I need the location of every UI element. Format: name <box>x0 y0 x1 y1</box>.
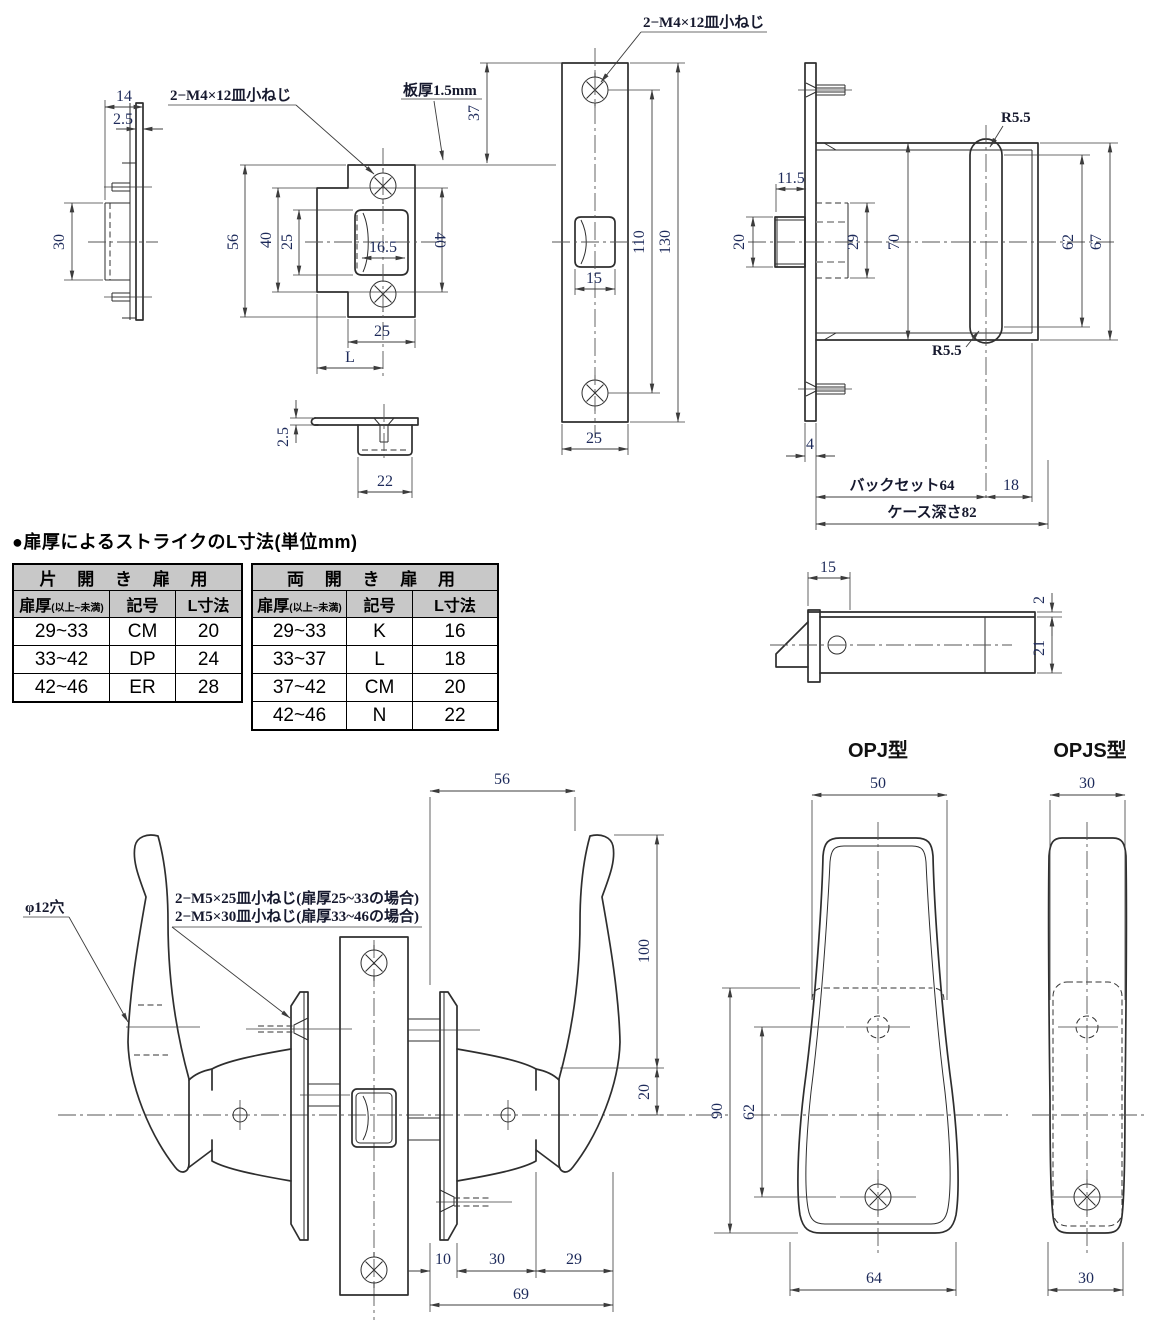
dim-striketop-thickness: 2.5 <box>275 427 292 447</box>
single-door-table-title: 片 開 き 扉 用 <box>12 563 243 591</box>
strike-side-view: 14 2.5 30 <box>51 88 163 321</box>
col-header-thickness: 扉厚(以上~未満) <box>12 590 110 618</box>
dim-strike-depth: 14 <box>116 88 132 105</box>
strike-screw-note: 2−M4×12皿小ねじ <box>170 87 291 104</box>
faceplate-screw-note: 2−M4×12皿小ねじ <box>643 14 764 31</box>
dim-strike-width: 25 <box>374 323 390 340</box>
radius-note-bottom: R5.5 <box>932 343 962 359</box>
dim-opj-bottom-width: 64 <box>866 1270 882 1287</box>
dim-striketop-width: 22 <box>377 473 393 490</box>
dim-seg29: 29 <box>566 1251 582 1268</box>
dim-strike-plate-thickness: 2.5 <box>113 111 133 128</box>
dim-follower-height: 29 <box>845 234 862 250</box>
opjs-title: OPJS型 <box>1053 739 1126 762</box>
lever-screw-note-2: 2−M5×30皿小ねじ(扉厚33~46の場合) <box>175 907 419 925</box>
dim-lever-grip: 56 <box>494 771 510 788</box>
dim-total69: 69 <box>513 1286 529 1303</box>
dim-faceplate-width: 25 <box>586 430 602 447</box>
plate-thickness-note: 板厚1.5mm <box>403 81 477 99</box>
dim-seg10: 10 <box>435 1251 451 1268</box>
dim-latch-lip: 2 <box>1031 596 1048 604</box>
dim-case-height: 70 <box>886 234 903 250</box>
col-header-thickness: 扉厚(以上~未満) <box>251 590 347 618</box>
radius-note-top: R5.5 <box>1001 110 1031 126</box>
dim-hub-height: 62 <box>1060 234 1077 250</box>
lever-hole-note: φ12穴 <box>25 898 64 916</box>
dim-strike-height: 56 <box>225 234 242 250</box>
dim-strike-wing-left: 40 <box>258 232 275 248</box>
dim-strike-opening-height: 25 <box>279 234 296 250</box>
dim-strike-opening-width: 16.5 <box>369 239 397 256</box>
dim-faceplate-height: 130 <box>657 230 674 254</box>
strike-l-dimension-section: ●扉厚によるストライクのL寸法(単位mm) 片 開 き 扉 用 扉厚(以上~未満… <box>12 528 532 731</box>
dim-opj-top-width: 50 <box>870 775 886 792</box>
dim-seg30: 30 <box>489 1251 505 1268</box>
col-header-symbol: 記号 <box>109 590 176 618</box>
col-header-l: L寸法 <box>412 590 499 618</box>
lever-assembly-view: φ12穴 2−M5×25皿小ねじ(扉厚25~33の場合) 2−M5×30皿小ねじ… <box>23 771 728 1320</box>
col-header-l: L寸法 <box>175 590 243 618</box>
strike-top-view: 2.5 22 <box>275 400 419 498</box>
lever-screw-note-1: 2−M5×25皿小ねじ(扉厚25~33の場合) <box>175 889 419 907</box>
dim-hub-to-rear: 18 <box>1003 477 1019 494</box>
dim-latch-height-side: 21 <box>1031 640 1048 656</box>
dim-case-depth: ケース深さ82 <box>887 503 976 521</box>
opjs-view: OPJS型 30 30 <box>1032 739 1146 1296</box>
dim-opjs-bottom-width: 30 <box>1078 1270 1094 1287</box>
dim-latch-projection: 11.5 <box>777 170 804 187</box>
dim-plate-thickness: 4 <box>806 436 814 453</box>
dim-lever-height: 100 <box>636 939 653 963</box>
opj-view: OPJ型 50 90 62 64 <box>709 739 1008 1296</box>
dim-opj-height: 90 <box>709 1103 726 1119</box>
dim-opjs-top-width: 30 <box>1079 775 1095 792</box>
double-door-table-title: 両 開 き 扉 用 <box>251 563 499 591</box>
dim-latch-height: 20 <box>731 234 748 250</box>
dim-faceplate-offset: 37 <box>466 105 483 121</box>
faceplate-view: 2−M4×12皿小ねじ 37 110 130 15 25 <box>466 14 767 455</box>
dim-opj-screw-pitch: 62 <box>741 1104 758 1120</box>
dim-latch-head: 15 <box>820 559 836 576</box>
col-header-symbol: 記号 <box>346 590 413 618</box>
dim-backset: バックセット64 <box>849 477 955 494</box>
latch-unit-view: 15 2 21 <box>770 559 1062 683</box>
dim-strike-wing-right: 40 <box>431 232 448 248</box>
opj-title: OPJ型 <box>848 739 908 762</box>
dim-inner-height: 67 <box>1088 234 1105 250</box>
dim-lever-below: 20 <box>636 1084 653 1100</box>
dim-strike-L: L <box>345 349 355 366</box>
section-title: ●扉厚によるストライクのL寸法(単位mm) <box>12 532 358 552</box>
strike-front-view: 2−M4×12皿小ねじ 板厚1.5mm 56 40 25 16.5 40 25 … <box>168 81 556 378</box>
dim-faceplate-screw-pitch: 110 <box>631 230 648 253</box>
dim-strike-box-height: 30 <box>51 234 68 250</box>
lock-case-view: R5.5 R5.5 11.5 20 29 70 62 67 4 バックセット64… <box>731 62 1118 530</box>
dim-faceplate-latch-width: 15 <box>586 270 602 287</box>
